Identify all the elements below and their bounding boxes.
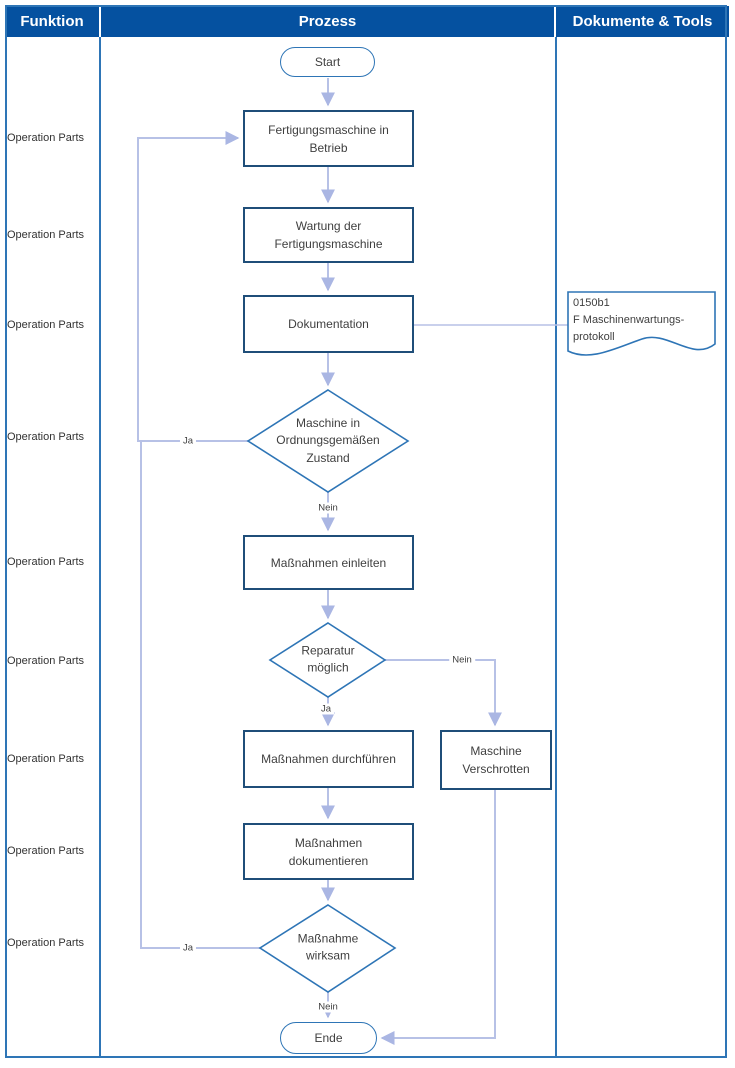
decision-zustand-label: Maschine in Ordnungsgemäßen Zustand <box>276 415 380 465</box>
node-einleiten-label: Maßnahmen einleiten <box>270 555 387 570</box>
node-maschine-verschrotten: Maschine Verschrotten <box>440 730 552 790</box>
node-massnahmen-dokumentieren: Maßnahmen dokumentieren <box>243 823 414 880</box>
node-ende-label: Ende <box>314 1031 343 1045</box>
lane-row-label: Operation Parts <box>7 132 85 144</box>
node-wartung-label: Wartung der Fertigungsmaschine <box>274 219 383 251</box>
lane-header-dokumente: Dokumente & Tools <box>556 6 729 37</box>
lane-row-label: Operation Parts <box>7 319 85 331</box>
lane-header-prozess-label: Prozess <box>298 13 357 30</box>
edge-label-reparatur-nein: Nein <box>449 654 475 666</box>
node-wartung-der-fertigungsmaschine: Wartung der Fertigungsmaschine <box>243 207 414 263</box>
decision-reparatur-shape <box>268 622 387 698</box>
lane-header-dokumente-label: Dokumente & Tools <box>572 13 713 30</box>
lane-row-label: Operation Parts <box>7 229 85 241</box>
edge-zustand-ja-loop-to-betrieb <box>137 131 248 442</box>
column-divider-left <box>99 37 101 1058</box>
edge-label-zustand-nein: Nein <box>315 502 341 514</box>
lane-row-label: Operation Parts <box>7 431 85 443</box>
node-durchfuehren-label: Maßnahmen durchführen <box>261 752 396 766</box>
table-outer-border <box>5 5 727 1058</box>
node-dokumentieren-label: Maßnahmen dokumentieren <box>288 835 369 868</box>
column-divider-right <box>555 37 557 1058</box>
lane-row-label: Operation Parts <box>7 556 85 568</box>
decision-reparatur-label: Reparatur möglich <box>301 643 355 675</box>
decision-wirksam-label: Maßnahme wirksam <box>297 931 359 963</box>
edge-label-wirksam-nein: Nein <box>315 1001 341 1013</box>
decision-zustand-shape <box>246 389 410 493</box>
node-dokumentation: Dokumentation <box>243 295 414 353</box>
node-start-label: Start <box>314 55 341 69</box>
decision-wirksam-shape <box>258 904 397 993</box>
edge-reparatur-nein-to-verschrotten <box>385 659 502 727</box>
edge-label-zustand-ja: Ja <box>179 435 197 447</box>
node-start: Start <box>280 47 375 77</box>
document-line-name: F Maschinenwartungs- <box>573 314 685 327</box>
lane-header-prozess: Prozess <box>101 6 554 37</box>
lane-row-label: Operation Parts <box>7 655 85 667</box>
node-fertigungsmaschine-in-betrieb: Fertigungsmaschine in Betrieb <box>243 110 414 167</box>
edge-label-wirksam-ja: Ja <box>179 942 197 954</box>
node-betrieb-label: Fertigungsmaschine in Betrieb <box>268 122 389 155</box>
lane-row-label: Operation Parts <box>7 845 85 857</box>
lane-row-label: Operation Parts <box>7 753 85 765</box>
edge-wirksam-ja-loop <box>140 442 260 949</box>
node-massnahmen-einleiten: Maßnahmen einleiten <box>243 535 414 590</box>
edge-verschrotten-to-ende <box>380 790 496 1045</box>
document-protokoll-text: 0150b1 F Maschinenwartungs- protokoll <box>573 295 711 346</box>
lane-row-label: Operation Parts <box>7 937 85 949</box>
document-line-name2: protokoll <box>573 331 615 344</box>
node-ende: Ende <box>280 1022 377 1054</box>
node-verschrotten-label: Maschine Verschrotten <box>462 744 530 776</box>
edge-label-reparatur-ja: Ja <box>317 703 335 715</box>
node-dokumentation-label: Dokumentation <box>288 317 369 331</box>
document-shape <box>567 291 716 356</box>
lane-header-funktion: Funktion <box>5 6 99 37</box>
lane-header-funktion-label: Funktion <box>20 13 84 30</box>
document-line-code: 0150b1 <box>573 297 610 309</box>
node-massnahmen-durchfuehren: Maßnahmen durchführen <box>243 730 414 788</box>
